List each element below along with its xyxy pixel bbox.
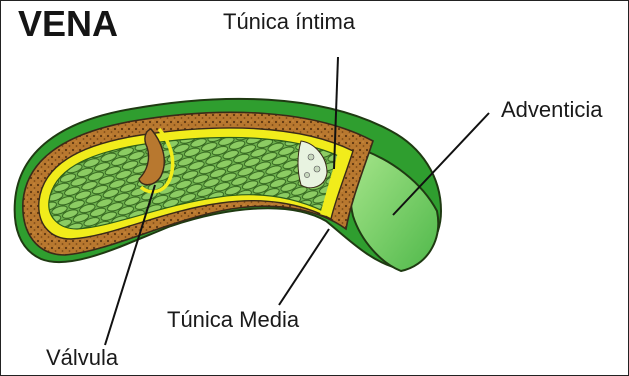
- label-tunica-media: Túnica Media: [167, 307, 299, 333]
- diagram-title: VENA: [18, 3, 118, 45]
- pointer-media: [279, 229, 329, 305]
- label-tunica-intima: Túnica íntima: [223, 9, 355, 35]
- label-valvula: Válvula: [46, 345, 118, 371]
- label-adventicia: Adventicia: [501, 97, 603, 123]
